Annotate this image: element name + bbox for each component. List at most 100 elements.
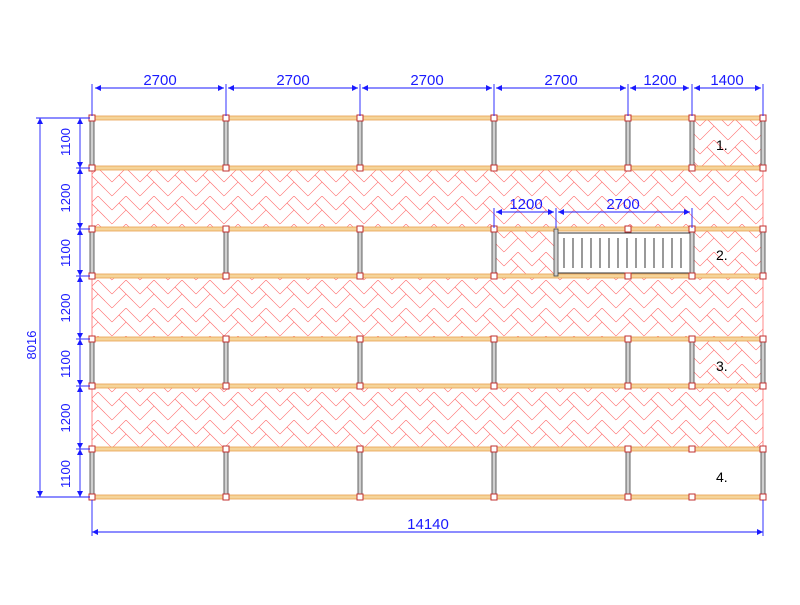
dimension-arrow bbox=[77, 491, 83, 497]
horizontal-beam bbox=[89, 446, 767, 452]
dimension-arrow bbox=[362, 85, 368, 91]
overall-height-label: 8016 bbox=[24, 331, 39, 360]
dimension-arrow bbox=[620, 85, 626, 91]
left-dim-label: 1200 bbox=[58, 184, 73, 213]
dimension-arrow bbox=[77, 386, 83, 392]
coupler bbox=[759, 225, 767, 233]
left-dim-label: 1200 bbox=[58, 404, 73, 433]
dimension-arrow bbox=[77, 333, 83, 339]
top-dim-label: 2700 bbox=[276, 72, 309, 89]
left-dim-label: 1200 bbox=[58, 294, 73, 323]
top-dimensions: 2700 2700 2700 2700 1200 1400 bbox=[143, 72, 743, 89]
coupler bbox=[222, 164, 230, 172]
dimension-arrow bbox=[228, 85, 234, 91]
dimension-arrow bbox=[37, 491, 43, 497]
coupler bbox=[356, 445, 364, 453]
hatched-platform bbox=[91, 275, 764, 340]
horizontal-beam bbox=[89, 165, 767, 171]
coupler bbox=[222, 225, 230, 233]
inner-dim-label: 2700 bbox=[606, 196, 639, 213]
horizontal-beam bbox=[89, 226, 767, 232]
left-dim-label: 1100 bbox=[58, 460, 73, 488]
vertical-post bbox=[223, 448, 229, 498]
dimension-arrow bbox=[496, 209, 502, 215]
coupler bbox=[356, 335, 364, 343]
coupler bbox=[222, 272, 230, 280]
coupler bbox=[688, 272, 696, 280]
vertical-post bbox=[760, 338, 766, 387]
vertical-post bbox=[689, 117, 695, 169]
vertical-post bbox=[357, 338, 363, 387]
hatched-platform bbox=[493, 228, 557, 277]
section-label: 1. bbox=[716, 137, 728, 153]
left-dim-label: 1100 bbox=[58, 350, 73, 378]
horizontal-beam bbox=[89, 383, 767, 389]
coupler bbox=[688, 335, 696, 343]
inner-dim-label: 1200 bbox=[509, 196, 542, 213]
dimension-arrow bbox=[77, 449, 83, 455]
deck-insert bbox=[555, 232, 693, 274]
dimension-arrow bbox=[77, 380, 83, 386]
hatched-platform bbox=[691, 117, 764, 169]
coupler bbox=[759, 445, 767, 453]
coupler bbox=[688, 493, 696, 501]
coupler bbox=[490, 335, 498, 343]
top-dim-label: 2700 bbox=[410, 72, 443, 89]
dimension-arrow bbox=[486, 85, 492, 91]
coupler bbox=[222, 493, 230, 501]
vertical-post bbox=[760, 448, 766, 498]
dimension-arrow bbox=[77, 223, 83, 229]
vertical-post bbox=[553, 228, 559, 277]
vertical-post bbox=[223, 338, 229, 387]
hatched-platform bbox=[91, 385, 764, 450]
hatched-platform bbox=[691, 228, 764, 277]
dimension-arrow bbox=[558, 209, 564, 215]
coupler bbox=[624, 445, 632, 453]
vertical-post bbox=[223, 228, 229, 277]
left-dim-label: 1100 bbox=[58, 128, 73, 156]
coupler bbox=[759, 382, 767, 390]
coupler bbox=[490, 382, 498, 390]
vertical-post bbox=[491, 117, 497, 169]
coupler bbox=[688, 164, 696, 172]
dimension-arrow bbox=[548, 209, 554, 215]
coupler bbox=[490, 445, 498, 453]
coupler bbox=[624, 164, 632, 172]
horizontal-beam bbox=[89, 494, 767, 500]
overall-width-label: 14140 bbox=[407, 516, 449, 533]
dimension-arrow bbox=[683, 85, 689, 91]
dimension-arrow bbox=[352, 85, 358, 91]
coupler bbox=[624, 493, 632, 501]
vertical-post bbox=[760, 117, 766, 169]
vertical-post bbox=[689, 228, 695, 277]
dimension-lines bbox=[36, 84, 764, 536]
vertical-post bbox=[89, 448, 95, 498]
left-dim-label: 1100 bbox=[58, 239, 73, 267]
left-dimensions: 1100 1200 1100 1200 1100 1200 1100 bbox=[58, 128, 73, 488]
section-label: 3. bbox=[716, 358, 728, 374]
vertical-post bbox=[357, 117, 363, 169]
coupler bbox=[624, 382, 632, 390]
horizontal-beam bbox=[89, 273, 767, 279]
dimension-arrow bbox=[77, 339, 83, 345]
vertical-post bbox=[89, 338, 95, 387]
coupler bbox=[759, 272, 767, 280]
hatched-platform bbox=[91, 167, 764, 230]
vertical-post bbox=[89, 228, 95, 277]
vertical-post bbox=[491, 448, 497, 498]
dimension-arrow bbox=[77, 229, 83, 235]
vertical-post bbox=[625, 448, 631, 498]
vertical-post bbox=[760, 228, 766, 277]
vertical-post bbox=[625, 338, 631, 387]
coupler bbox=[356, 493, 364, 501]
section-label: 2. bbox=[716, 247, 728, 263]
coupler bbox=[490, 164, 498, 172]
coupler bbox=[624, 335, 632, 343]
vertical-post bbox=[491, 338, 497, 387]
dimension-arrow bbox=[77, 270, 83, 276]
dimension-arrow bbox=[37, 118, 43, 124]
vertical-post bbox=[89, 117, 95, 169]
coupler bbox=[222, 382, 230, 390]
coupler bbox=[759, 335, 767, 343]
